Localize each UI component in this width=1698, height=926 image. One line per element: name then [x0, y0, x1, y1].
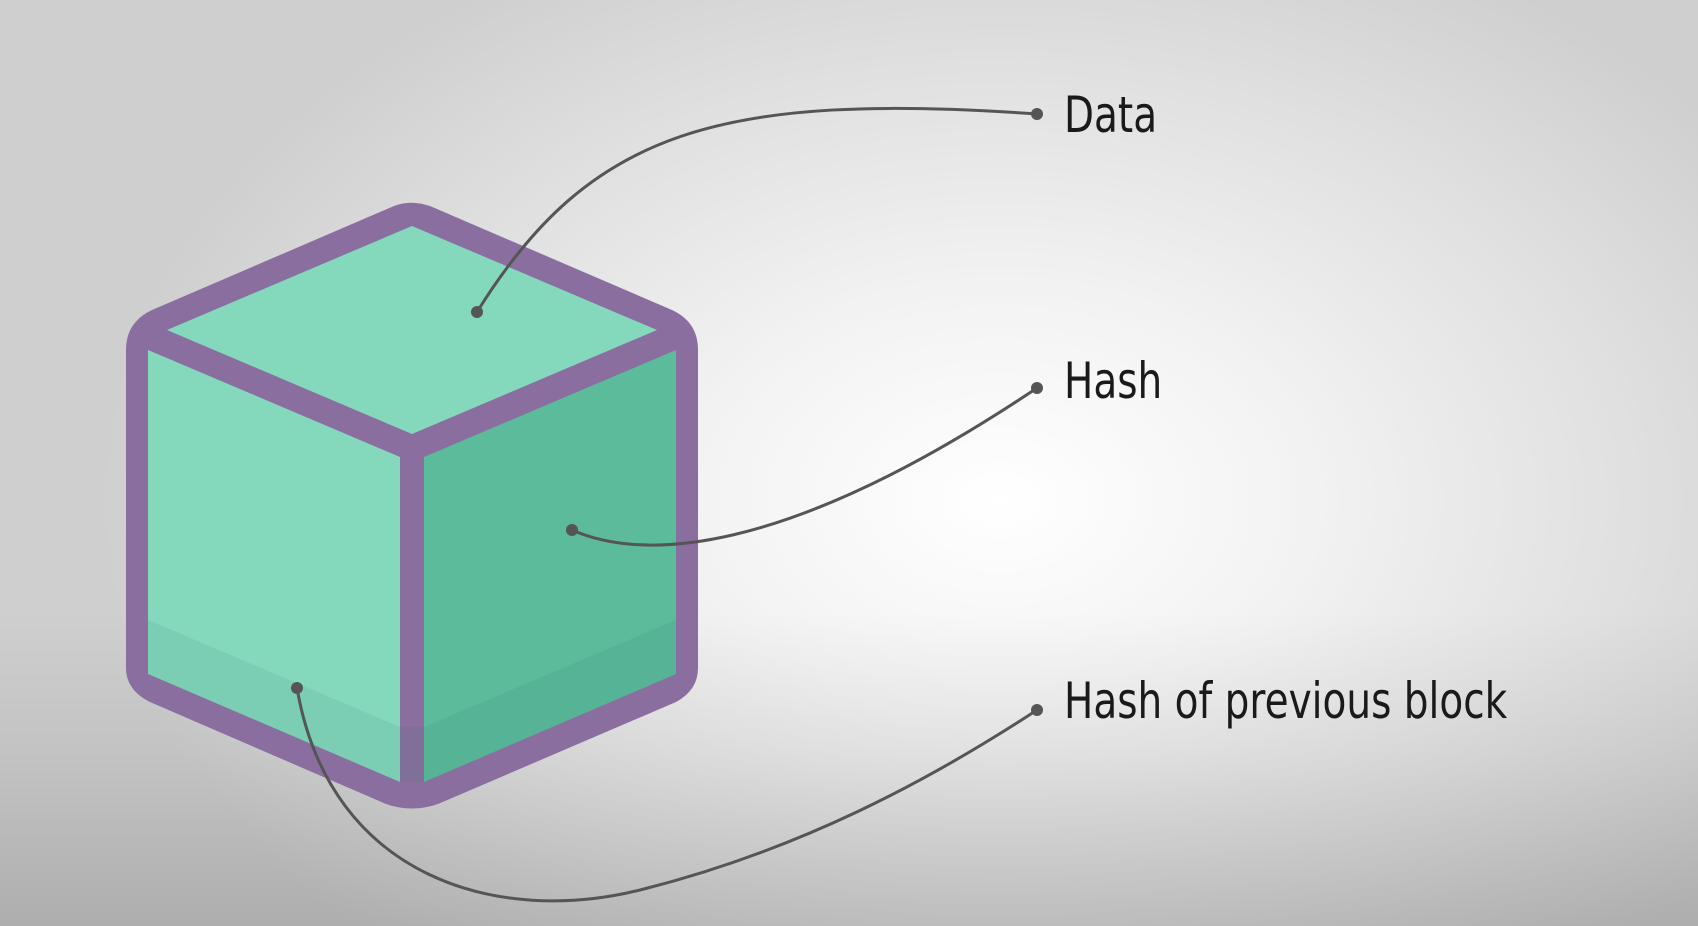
connector-previous-hash: [295, 687, 1038, 903]
connector-dots: [291, 108, 1043, 716]
label-hash-of-previous-block: Hash of previous block: [1064, 672, 1508, 730]
dot-data-end: [1031, 108, 1043, 120]
cube-top-face: [167, 226, 657, 434]
dot-hash-end: [1031, 382, 1043, 394]
dot-previous-hash-end: [1031, 704, 1043, 716]
connector-data: [475, 106, 1038, 313]
cube-left-face: [148, 350, 400, 782]
cube-bottom-shade: [148, 620, 676, 782]
cube-right-face: [424, 350, 676, 782]
dot-data-start: [471, 306, 483, 318]
dot-hash-start: [566, 524, 578, 536]
cube-block-icon: [126, 202, 698, 809]
dot-previous-hash-start: [291, 682, 303, 694]
label-hash: Hash: [1064, 352, 1163, 410]
connectors: [295, 106, 1038, 903]
connector-hash: [571, 386, 1038, 547]
label-data: Data: [1064, 86, 1158, 144]
